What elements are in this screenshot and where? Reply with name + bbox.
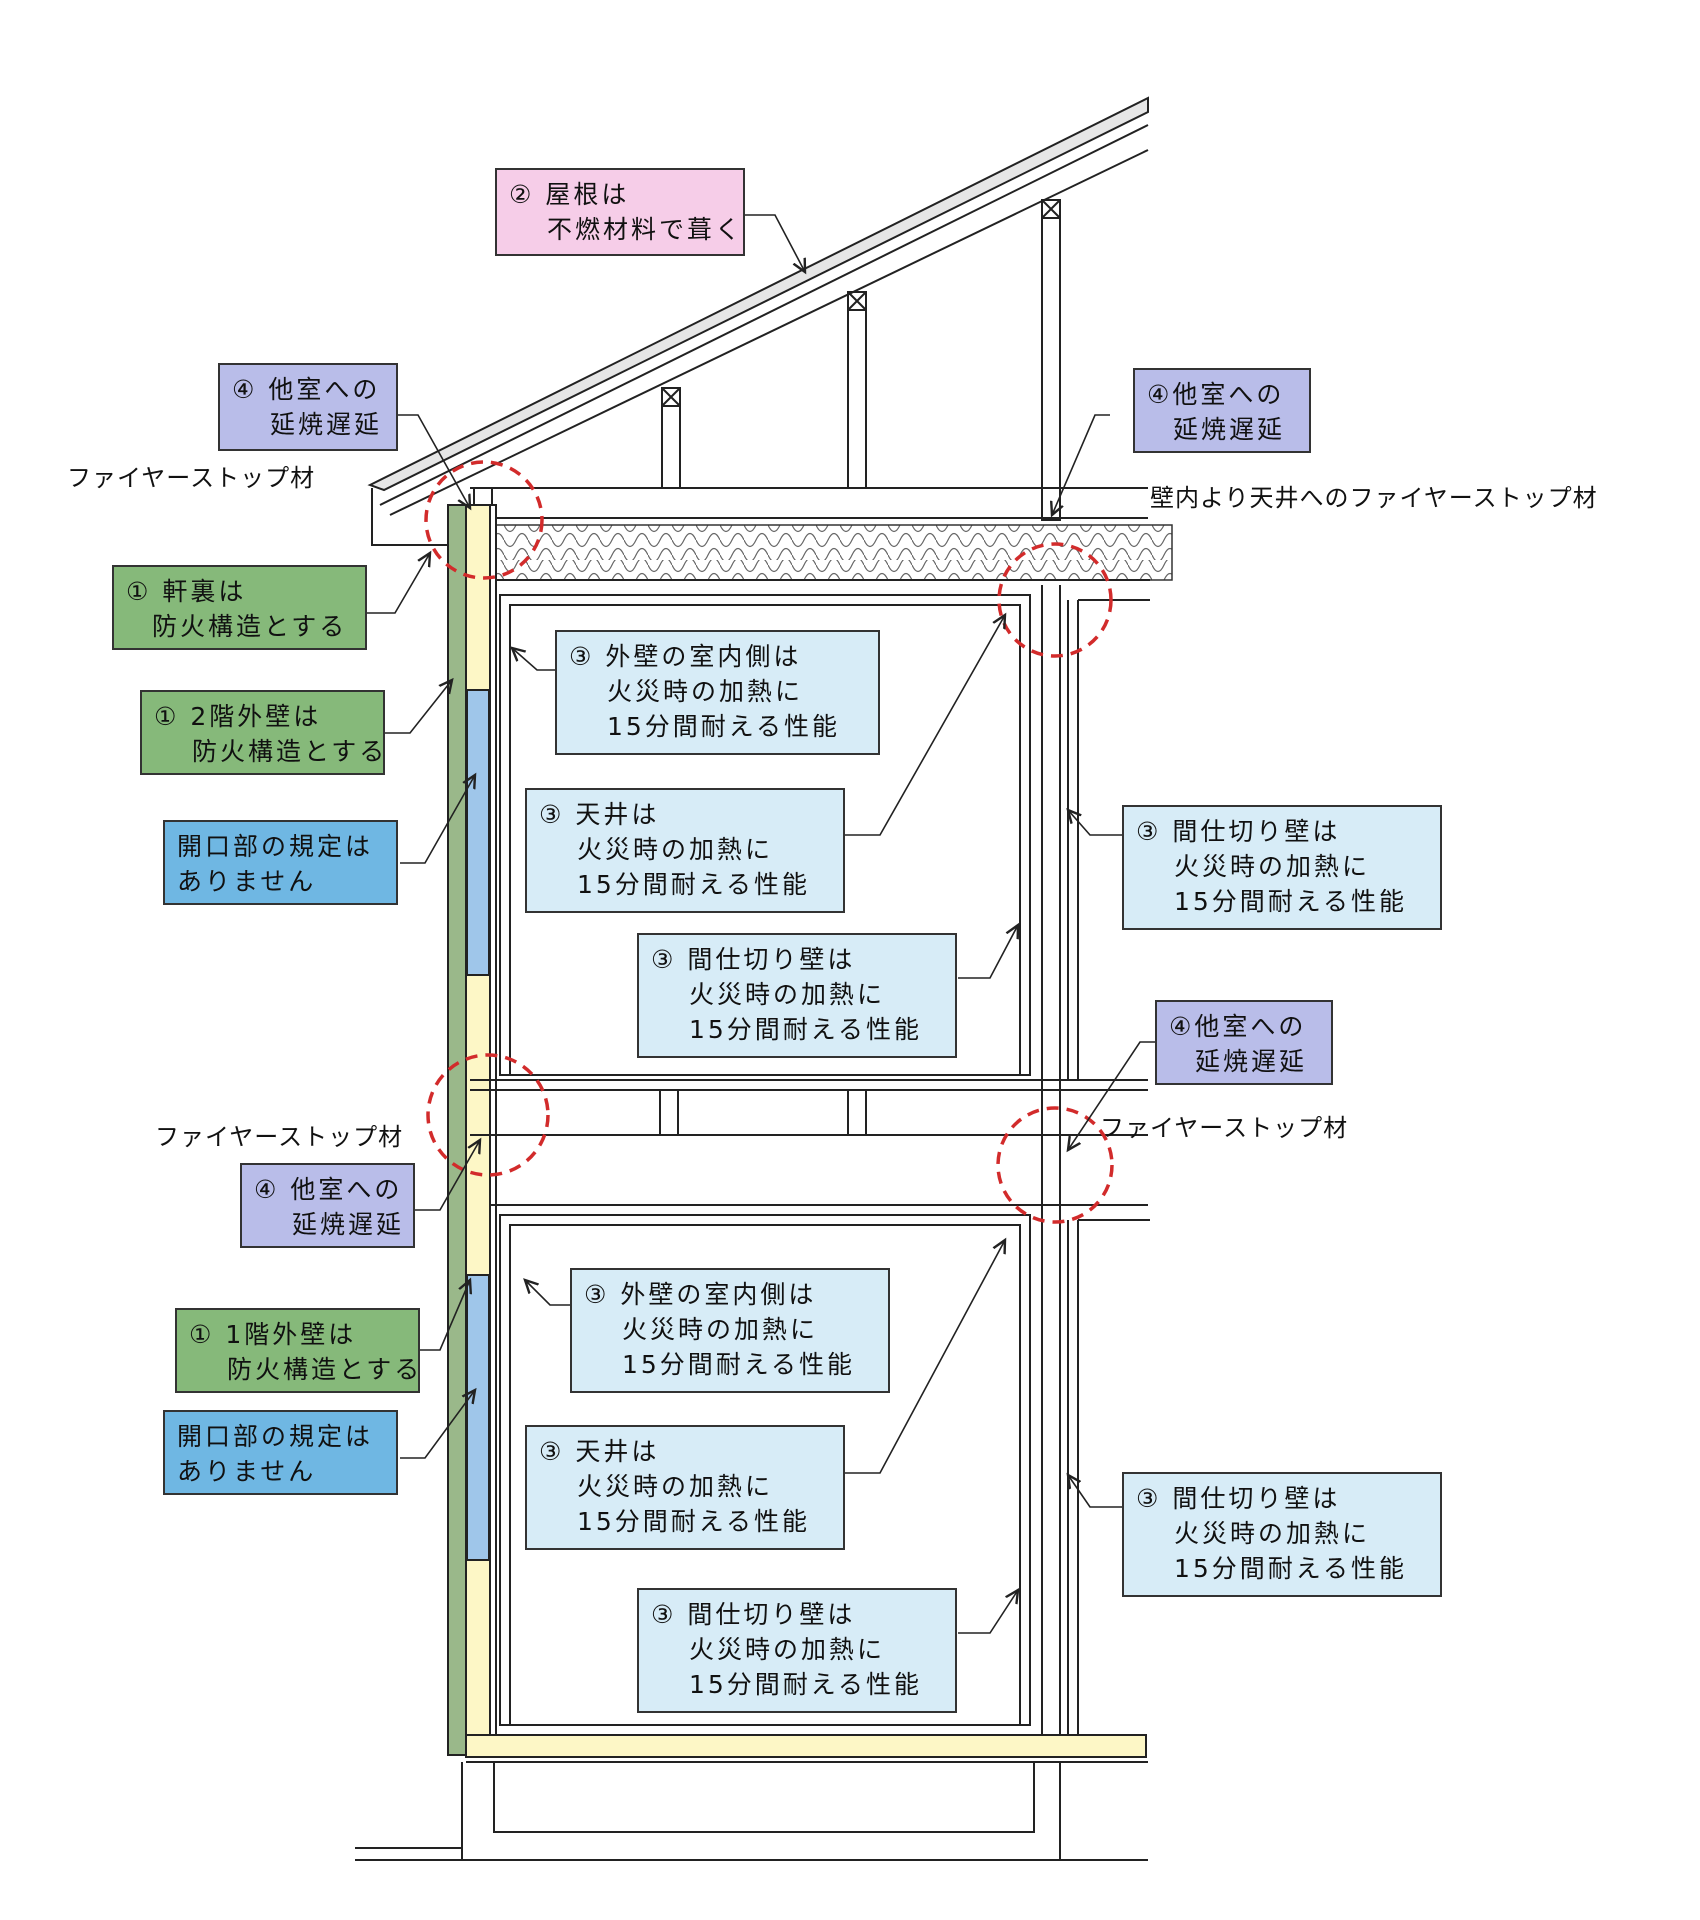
roof-callout-line2: 不燃材料で葺く xyxy=(547,215,744,244)
firestop-label-top-right: 壁内より天井へのファイヤーストップ材 xyxy=(1150,484,1598,512)
spread-mid-right-line2: 延焼遅延 xyxy=(1195,1047,1308,1076)
partition-1f-center-line1: ③ 間仕切り壁は xyxy=(651,1600,856,1629)
partition-2f-center-line1: ③ 間仕切り壁は xyxy=(651,945,856,974)
ceiling-2f-line2: 火災時の加熱に xyxy=(577,835,774,864)
eaves-callout: ① 軒裏は 防火構造とする xyxy=(112,565,367,650)
spread-callout-mid-left: ④ 他室への 延焼遅延 xyxy=(240,1163,415,1248)
foundation xyxy=(355,1734,1148,1861)
opening-1f-line2: ありません xyxy=(177,1457,317,1486)
opening-2f-callout: 開口部の規定は ありません xyxy=(163,820,398,905)
ext-inner-1f-line2: 火災時の加熱に xyxy=(622,1315,819,1344)
partition-2f-right-callout: ③ 間仕切り壁は 火災時の加熱に 15分間耐える性能 xyxy=(1122,805,1442,930)
firestop-label-mid-right: ファイヤーストップ材 xyxy=(1100,1114,1349,1142)
partition-wall xyxy=(1041,585,1150,1755)
ext-inner-2f-line1: ③ 外壁の室内側は xyxy=(569,642,802,671)
partition-1f-right-line1: ③ 間仕切り壁は xyxy=(1136,1484,1341,1513)
spread-callout-top-right: ④他室への 延焼遅延 xyxy=(1133,368,1311,453)
spread-callout-top-left: ④ 他室への 延焼遅延 xyxy=(218,363,398,451)
partition-2f-center-line3: 15分間耐える性能 xyxy=(689,1015,923,1044)
partition-2f-right-line1: ③ 間仕切り壁は xyxy=(1136,817,1341,846)
ceiling-1f-line3: 15分間耐える性能 xyxy=(577,1507,811,1536)
roof-callout: ② 屋根は 不燃材料で葺く xyxy=(495,168,745,256)
ext-inner-2f-line2: 火災時の加熱に xyxy=(607,677,804,706)
ext-inner-1f-callout: ③ 外壁の室内側は 火災時の加熱に 15分間耐える性能 xyxy=(570,1268,890,1393)
partition-2f-right-line3: 15分間耐える性能 xyxy=(1174,887,1408,916)
spread-callout-mid-right: ④他室への 延焼遅延 xyxy=(1155,1000,1333,1085)
ext-inner-1f-line1: ③ 外壁の室内側は xyxy=(584,1280,817,1309)
room-2f xyxy=(499,594,1031,1076)
floor-structure xyxy=(470,1079,1148,1206)
ext-inner-2f-callout: ③ 外壁の室内側は 火災時の加熱に 15分間耐える性能 xyxy=(555,630,880,755)
ceiling-2f-line3: 15分間耐える性能 xyxy=(577,870,811,899)
roof-callout-line1: ② 屋根は xyxy=(509,180,630,209)
ext-inner-1f-line3: 15分間耐える性能 xyxy=(622,1350,856,1379)
opening-1f-callout: 開口部の規定は ありません xyxy=(163,1410,398,1495)
spread-top-left-line2: 延焼遅延 xyxy=(270,410,383,439)
roof xyxy=(367,96,1149,546)
firestop-label-mid-left: ファイヤーストップ材 xyxy=(155,1123,404,1151)
partition-2f-center-callout: ③ 間仕切り壁は 火災時の加熱に 15分間耐える性能 xyxy=(637,933,957,1058)
spread-top-right-line2: 延焼遅延 xyxy=(1173,415,1286,444)
spread-mid-left-line1: ④ 他室への xyxy=(254,1175,403,1204)
exterior-wall xyxy=(447,504,497,1756)
attic-frame xyxy=(470,199,1148,521)
firestop-label-top-left: ファイヤーストップ材 xyxy=(67,464,316,492)
opening-2f-line2: ありません xyxy=(177,867,317,896)
ceiling-2f-callout: ③ 天井は 火災時の加熱に 15分間耐える性能 xyxy=(525,788,845,913)
spread-mid-right-line1: ④他室への xyxy=(1169,1012,1307,1041)
partition-1f-right-line3: 15分間耐える性能 xyxy=(1174,1554,1408,1583)
opening-1f-line1: 開口部の規定は xyxy=(177,1422,374,1451)
partition-2f-right-line2: 火災時の加熱に xyxy=(1174,852,1371,881)
partition-1f-center-line3: 15分間耐える性能 xyxy=(689,1670,923,1699)
partition-2f-center-line2: 火災時の加熱に xyxy=(689,980,886,1009)
wall-1f-callout: ① 1階外壁は 防火構造とする xyxy=(175,1308,420,1393)
partition-1f-center-line2: 火災時の加熱に xyxy=(689,1635,886,1664)
eaves-line2: 防火構造とする xyxy=(152,612,348,641)
ceiling-2f-line1: ③ 天井は xyxy=(539,800,660,829)
spread-top-right-line1: ④他室への xyxy=(1147,380,1285,409)
wall-2f-line1: ① 2階外壁は xyxy=(154,702,322,731)
spread-top-left-line1: ④ 他室への xyxy=(232,375,381,404)
ceiling-1f-line1: ③ 天井は xyxy=(539,1437,660,1466)
spread-mid-left-line2: 延焼遅延 xyxy=(292,1210,405,1239)
eaves-line1: ① 軒裏は xyxy=(126,577,247,606)
partition-1f-right-callout: ③ 間仕切り壁は 火災時の加熱に 15分間耐える性能 xyxy=(1122,1472,1442,1597)
room-1f xyxy=(499,1214,1031,1726)
wall-2f-line2: 防火構造とする xyxy=(192,737,388,766)
wall-1f-line1: ① 1階外壁は xyxy=(189,1320,357,1349)
partition-1f-right-line2: 火災時の加熱に xyxy=(1174,1519,1371,1548)
ext-inner-2f-line3: 15分間耐える性能 xyxy=(607,712,841,741)
ceiling-insulation xyxy=(491,524,1173,581)
partition-1f-center-callout: ③ 間仕切り壁は 火災時の加熱に 15分間耐える性能 xyxy=(637,1588,957,1713)
opening-2f-line1: 開口部の規定は xyxy=(177,832,374,861)
fire-stop-circles xyxy=(424,460,1114,1224)
wall-2f-callout: ① 2階外壁は 防火構造とする xyxy=(140,690,385,775)
wall-1f-line2: 防火構造とする xyxy=(227,1355,423,1384)
ceiling-1f-callout: ③ 天井は 火災時の加熱に 15分間耐える性能 xyxy=(525,1425,845,1550)
ceiling-1f-line2: 火災時の加熱に xyxy=(577,1472,774,1501)
